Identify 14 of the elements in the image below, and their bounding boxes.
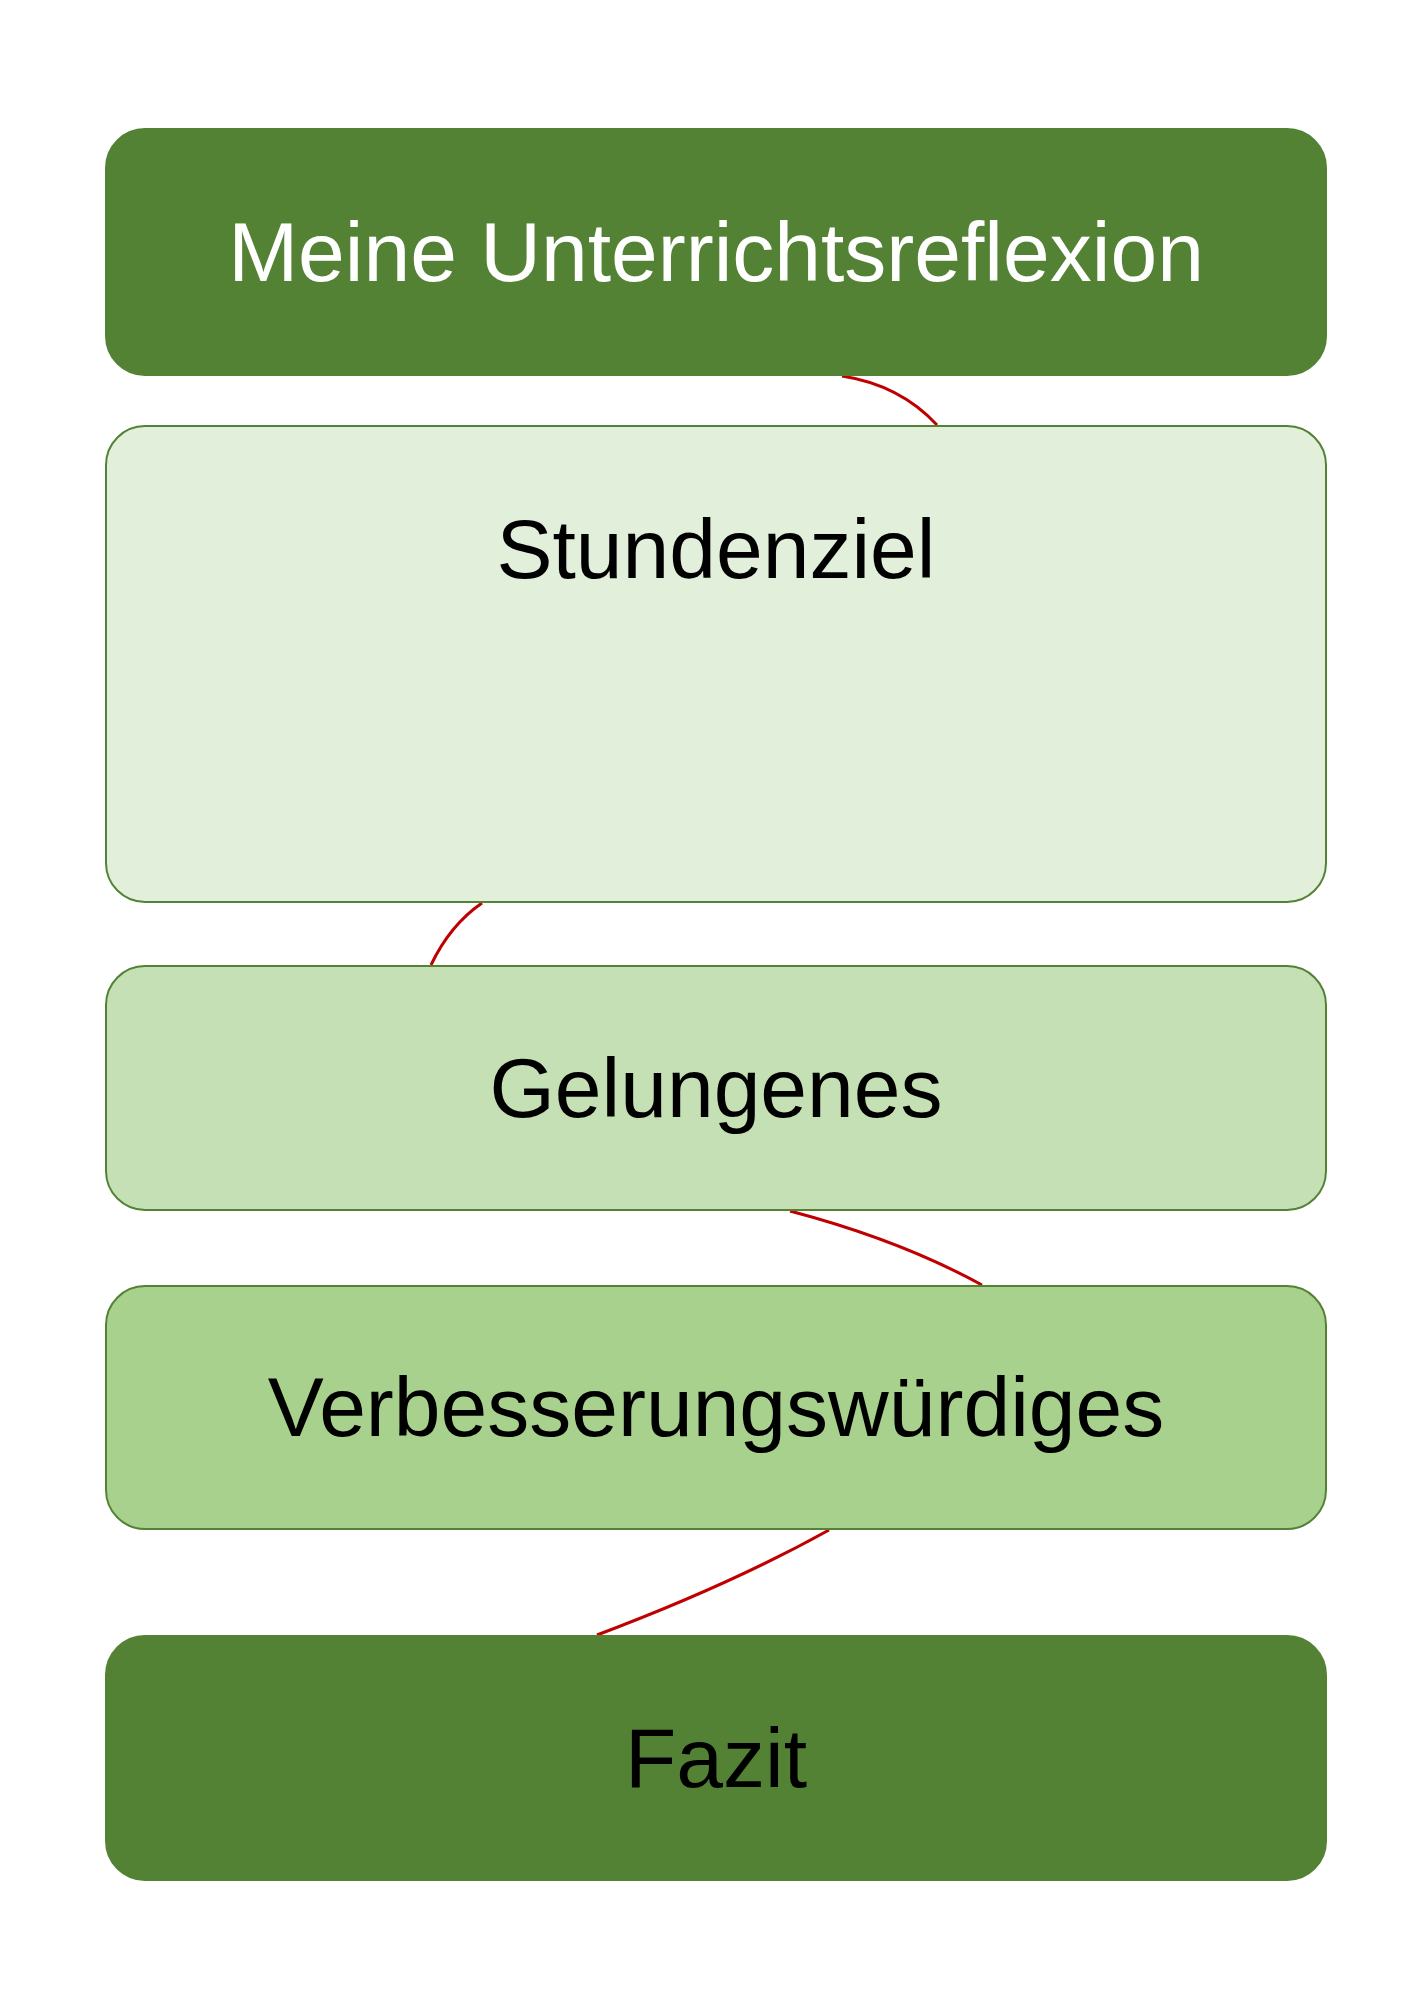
section-box (105, 1635, 1327, 1881)
title-banner (105, 128, 1327, 376)
section-heading: Stundenziel (496, 501, 936, 598)
section-box (105, 425, 1327, 903)
title-text: Meine Unterrichtsreflexion (228, 203, 1204, 301)
connector-line (789, 1209, 983, 1287)
section-heading: Verbesserungswürdiges (267, 1359, 1165, 1456)
section-box (105, 1285, 1327, 1530)
section-heading: Fazit (625, 1709, 807, 1807)
connector-line (841, 374, 939, 427)
connector-line (596, 1528, 830, 1637)
section-box (105, 965, 1327, 1211)
section-heading: Gelungenes (489, 1039, 943, 1137)
connector-line (429, 901, 483, 966)
